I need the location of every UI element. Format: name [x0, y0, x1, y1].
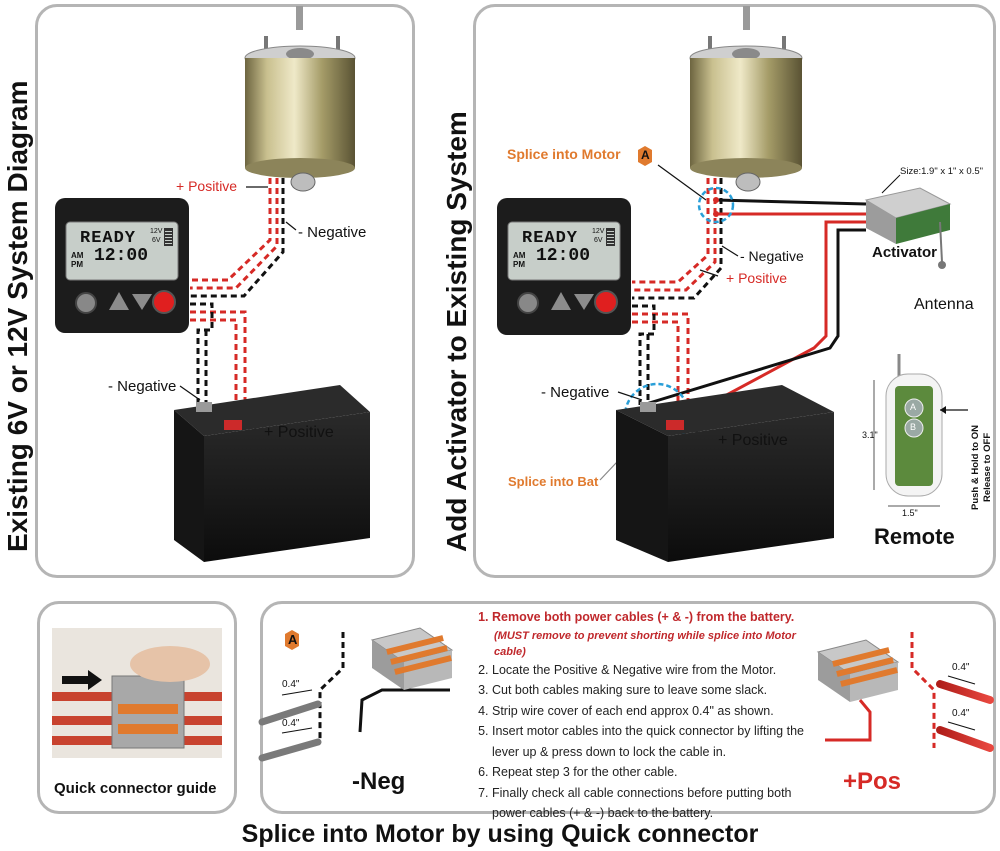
- release-text: Release to: [982, 451, 993, 502]
- timer-right-6v: 6V: [594, 237, 603, 244]
- remote-button-a: A: [910, 402, 917, 412]
- pos-connector: [816, 632, 994, 752]
- step-1: Remove both power cables (+ & -) from th…: [492, 607, 808, 660]
- instructions-panel: [260, 601, 996, 814]
- step-4: Strip wire cover of each end approx 0.4"…: [492, 701, 808, 722]
- step-7: Finally check all cable connections befo…: [492, 783, 808, 824]
- splice-into-motor-label: Splice into Motor: [507, 146, 621, 162]
- pos-label: +Pos: [843, 768, 902, 795]
- pos-dim-1: 0.4": [952, 662, 970, 673]
- remote-button-b: B: [910, 422, 917, 432]
- instructions-marker: A: [288, 632, 298, 647]
- timer-right-12v: 12V: [592, 228, 605, 235]
- remote-instruction: Push & Hold to ON Release to OFF: [970, 425, 994, 510]
- remote-control: [873, 354, 968, 507]
- right-label-negative-batt: - Negative: [541, 384, 610, 401]
- step-1-note: (MUST remove to prevent shorting while s…: [494, 629, 796, 658]
- timer-left-battery-icon: [164, 228, 173, 246]
- motor-right: [689, 6, 803, 192]
- timer-left-status: READY: [80, 229, 137, 248]
- left-label-positive-batt: + Positive: [264, 424, 334, 441]
- timer-left-time: 12:00: [94, 246, 149, 266]
- timer-left-am: AM: [71, 251, 84, 260]
- motor-left: [244, 6, 356, 192]
- splice-motor-marker: A: [641, 148, 650, 162]
- release-off: OFF: [982, 432, 993, 452]
- activator-label: Activator: [872, 244, 938, 261]
- timer-left: [55, 198, 189, 333]
- step-5: Insert motor cables into the quick conne…: [492, 721, 808, 762]
- neg-dim-1: 0.4": [282, 679, 300, 690]
- pos-dim-2: 0.4": [952, 708, 970, 719]
- antenna-label: Antenna: [914, 296, 974, 313]
- step-1-text: Remove both power cables (+ & -) from th…: [492, 610, 795, 624]
- step-2: Locate the Positive & Negative wire from…: [492, 660, 808, 681]
- quick-connector-caption: Quick connector guide: [54, 780, 217, 797]
- quick-connector-photo: [52, 628, 222, 758]
- remote-height-dim: 3.1": [862, 430, 878, 440]
- timer-left-pm: PM: [71, 260, 83, 269]
- right-label-positive-motor: + Positive: [726, 270, 788, 286]
- timer-right: [497, 198, 631, 335]
- left-label-negative-motor: - Negative: [298, 224, 367, 241]
- step-3: Cut both cables making sure to leave som…: [492, 680, 808, 701]
- battery-right: [616, 385, 834, 562]
- footer-title: Splice into Motor by using Quick connect…: [241, 820, 759, 848]
- instruction-steps: Remove both power cables (+ & -) from th…: [478, 607, 808, 824]
- neg-connector: [258, 627, 454, 762]
- right-label-positive-batt: + Positive: [718, 432, 788, 449]
- activator-size-note: Size:1.9" x 1" x 0.5": [900, 166, 983, 177]
- timer-left-12v: 12V: [150, 228, 163, 235]
- timer-left-6v: 6V: [152, 237, 161, 244]
- timer-right-time: 12:00: [536, 246, 591, 266]
- timer-right-am: AM: [513, 251, 526, 260]
- timer-right-status: READY: [522, 229, 579, 248]
- neg-label: -Neg: [352, 768, 406, 795]
- right-label-negative-motor: - Negative: [740, 248, 804, 264]
- neg-dim-2: 0.4": [282, 718, 300, 729]
- timer-right-pm: PM: [513, 260, 525, 269]
- step-6: Repeat step 3 for the other cable.: [492, 762, 808, 783]
- battery-left: [174, 385, 370, 562]
- left-label-positive-motor: + Positive: [176, 178, 238, 194]
- remote-label: Remote: [874, 524, 955, 549]
- activator-module: [864, 187, 952, 269]
- remote-width-dim: 1.5": [902, 508, 918, 518]
- timer-right-battery-icon: [606, 228, 615, 246]
- push-hold-text: Push & Hold to: [970, 439, 981, 510]
- push-hold-on: ON: [970, 425, 981, 440]
- left-label-negative-batt: - Negative: [108, 378, 177, 395]
- splice-into-bat-label: Splice into Bat: [508, 474, 599, 489]
